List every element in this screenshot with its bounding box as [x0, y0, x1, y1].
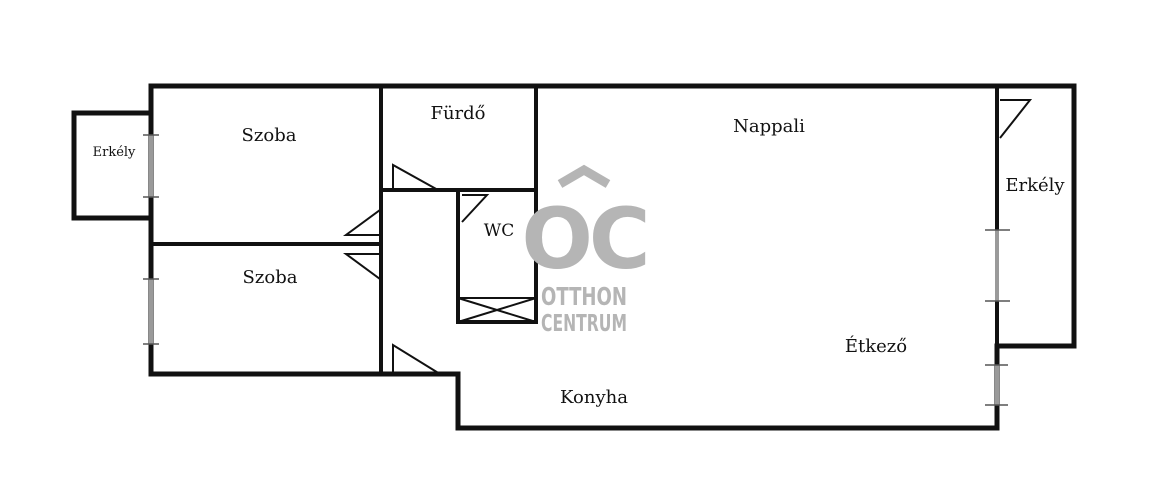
label-furdo: Fürdő	[430, 103, 485, 124]
label-erkely-right: Erkély	[1005, 175, 1065, 196]
watermark-line2: CENTRUM	[541, 311, 627, 337]
watermark-monogram: OC	[521, 190, 646, 288]
label-nappali: Nappali	[733, 116, 805, 137]
label-szoba-bottom: Szoba	[243, 267, 298, 288]
windows	[143, 134, 1010, 406]
label-wc: WC	[484, 221, 514, 241]
door-symbols	[342, 99, 1033, 375]
label-szoba-top: Szoba	[242, 125, 297, 146]
watermark-line1: OTTHON	[541, 282, 627, 311]
room-labels: Erkély Szoba Fürdő Nappali Erkély WC Szo…	[93, 103, 1066, 408]
outer-walls	[71, 83, 1077, 431]
shaft-cross	[457, 297, 537, 323]
label-erkely-left: Erkély	[93, 145, 136, 160]
label-konyha: Konyha	[560, 387, 628, 408]
watermark-logo: OC OTTHON CENTRUM	[521, 164, 651, 337]
label-etkezo: Étkező	[845, 334, 907, 357]
